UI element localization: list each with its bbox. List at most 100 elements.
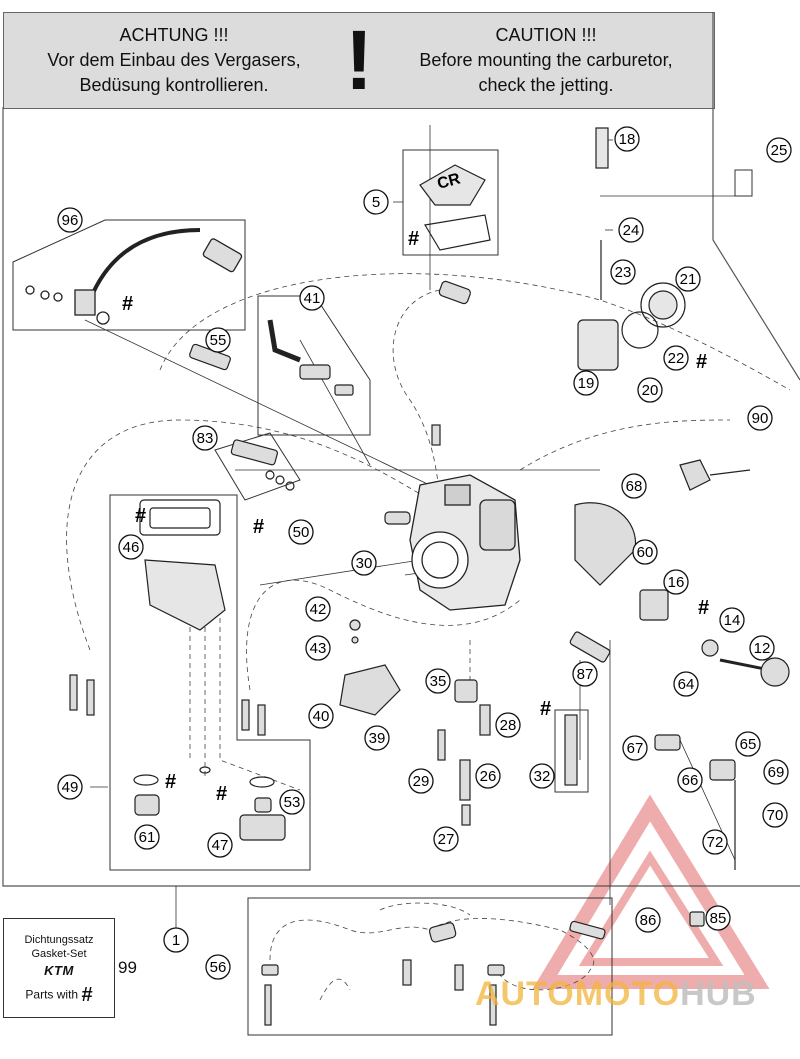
callout-85: 85 xyxy=(710,910,727,927)
callout-46: 46 xyxy=(123,539,140,556)
leader-lines xyxy=(84,125,740,930)
callout-22: 22 xyxy=(668,350,685,367)
callout-circle xyxy=(308,703,334,729)
kit-callout-99: 99 xyxy=(118,958,137,978)
callout-70: 70 xyxy=(767,807,784,824)
callout-circle xyxy=(495,712,521,738)
callout-96: 96 xyxy=(62,212,79,229)
hash-mark: # xyxy=(135,505,146,527)
mixture-screw xyxy=(189,343,295,491)
callout-circle xyxy=(433,826,459,852)
callout-circle xyxy=(762,802,788,828)
part-text-labels: CR xyxy=(435,170,462,193)
callout-circle xyxy=(207,832,233,858)
callout-circle xyxy=(363,189,389,215)
callout-66: 66 xyxy=(682,772,699,789)
callout-circle xyxy=(766,137,792,163)
callout-circle xyxy=(572,661,598,687)
callout-42: 42 xyxy=(310,601,327,618)
callout-circle xyxy=(618,217,644,243)
english-line-2: check the jetting. xyxy=(478,75,614,95)
callout-27: 27 xyxy=(438,831,455,848)
callout-circle xyxy=(705,905,731,931)
callout-40: 40 xyxy=(313,708,330,725)
callout-circle xyxy=(408,768,434,794)
callout-55: 55 xyxy=(210,332,227,349)
hash-mark: # xyxy=(122,293,133,315)
hash-mark: # xyxy=(408,228,419,250)
callout-circle xyxy=(573,370,599,396)
hash-mark: # xyxy=(216,783,227,805)
callout-87: 87 xyxy=(577,666,594,683)
callout-circle xyxy=(610,259,636,285)
callout-90: 90 xyxy=(752,410,769,427)
callout-30: 30 xyxy=(356,555,373,572)
callout-14: 14 xyxy=(724,612,741,629)
callout-86: 86 xyxy=(640,912,657,929)
hash-mark: # xyxy=(540,698,551,720)
german-title: ACHTUNG !!! xyxy=(119,25,229,45)
callout-circle xyxy=(475,763,501,789)
callout-label: 99 xyxy=(118,958,137,977)
callout-circle xyxy=(57,207,83,233)
callout-circle xyxy=(205,327,231,353)
hot-start-fitting xyxy=(267,319,354,396)
caution-german: ACHTUNG !!! Vor dem Einbau des Vergasers… xyxy=(24,23,324,98)
callout-61: 61 xyxy=(139,829,156,846)
subassembly-boxes xyxy=(12,149,753,1036)
callout-28: 28 xyxy=(500,717,517,734)
callout-53: 53 xyxy=(284,794,301,811)
callout-circle xyxy=(288,519,314,545)
accelerator-pump xyxy=(574,459,790,687)
caution-english: CAUTION !!! Before mounting the carburet… xyxy=(396,23,696,98)
callout-circle xyxy=(57,774,83,800)
kit-parts-with: Parts with # xyxy=(4,984,114,1007)
callout-32: 32 xyxy=(534,768,551,785)
kit-line-german: Dichtungssatz xyxy=(24,934,94,946)
callout-56: 56 xyxy=(210,959,227,976)
callout-29: 29 xyxy=(413,773,430,790)
callout-circle xyxy=(279,789,305,815)
ktm-logo: KTM xyxy=(44,963,74,978)
hash-mark: # xyxy=(698,597,709,619)
parts-with-label: Parts with xyxy=(25,987,79,1002)
vent-hose-fittings xyxy=(261,911,705,1026)
callout-12: 12 xyxy=(754,640,771,657)
callout-circle xyxy=(719,607,745,633)
hash-mark: # xyxy=(696,351,707,373)
callout-49: 49 xyxy=(62,779,79,796)
caution-banner: ACHTUNG !!! Vor dem Einbau des Vergasers… xyxy=(3,12,715,109)
callout-circle xyxy=(118,534,144,560)
callout-23: 23 xyxy=(615,264,632,281)
callout-circle xyxy=(351,550,377,576)
gasket-hash-marks: # # # # # # # # # xyxy=(122,228,709,805)
kit-line-english: Gasket-Set xyxy=(31,948,87,960)
callout-35: 35 xyxy=(430,673,447,690)
hash-mark: # xyxy=(253,516,264,538)
callout-circle xyxy=(134,824,160,850)
watermark-logo-triangle xyxy=(532,794,770,989)
callout-circle xyxy=(614,126,640,152)
callout-circle xyxy=(663,345,689,371)
callout-18: 18 xyxy=(619,131,636,148)
callout-circle xyxy=(637,377,663,403)
callout-circle xyxy=(305,596,331,622)
callout-39: 39 xyxy=(369,730,386,747)
callout-64: 64 xyxy=(678,676,695,693)
callout-circle xyxy=(305,635,331,661)
callout-circle xyxy=(702,829,728,855)
callout-60: 60 xyxy=(637,544,654,561)
callout-circle xyxy=(673,671,699,697)
callout-65: 65 xyxy=(740,736,757,753)
callout-circle xyxy=(205,954,231,980)
exclamation-icon: ! xyxy=(345,13,373,107)
callout-circle xyxy=(677,767,703,793)
callout-circle xyxy=(299,285,325,311)
callout-circle xyxy=(675,266,701,292)
callout-1: 1 xyxy=(172,932,180,949)
callout-19: 19 xyxy=(578,375,595,392)
callout-68: 68 xyxy=(626,478,643,495)
callout-25: 25 xyxy=(771,142,788,159)
watermark-part-2: HUB xyxy=(680,975,757,1013)
callout-20: 20 xyxy=(642,382,659,399)
